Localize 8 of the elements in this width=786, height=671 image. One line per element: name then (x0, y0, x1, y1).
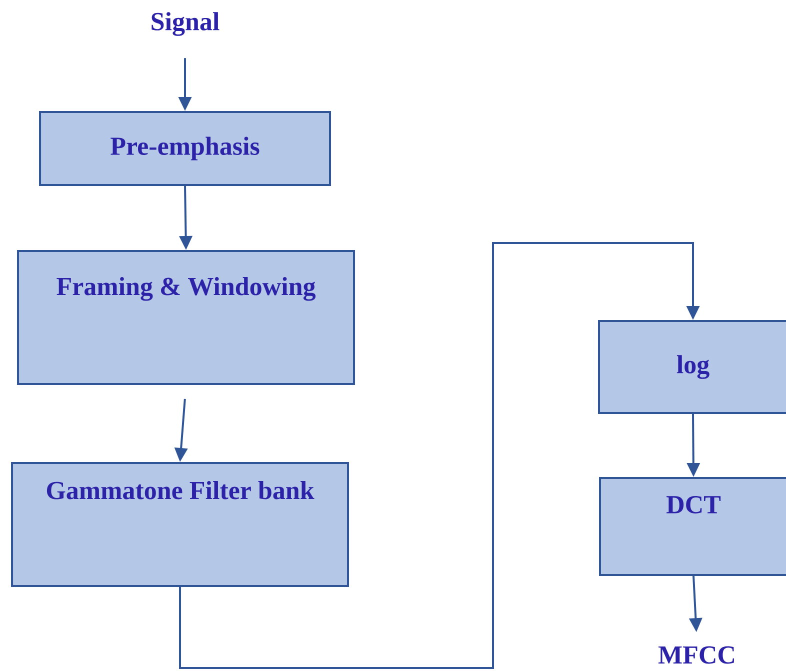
process-box: Gammatone Filter bank (11, 462, 349, 587)
output-label: MFCC (658, 646, 734, 664)
arrow (179, 242, 700, 669)
input-label: Signal (152, 12, 220, 36)
process-box: log (598, 320, 786, 414)
process-box: Framing & Windowing (17, 250, 355, 385)
process-box: Pre-emphasis (39, 111, 331, 186)
process-box: DCT (599, 477, 786, 576)
